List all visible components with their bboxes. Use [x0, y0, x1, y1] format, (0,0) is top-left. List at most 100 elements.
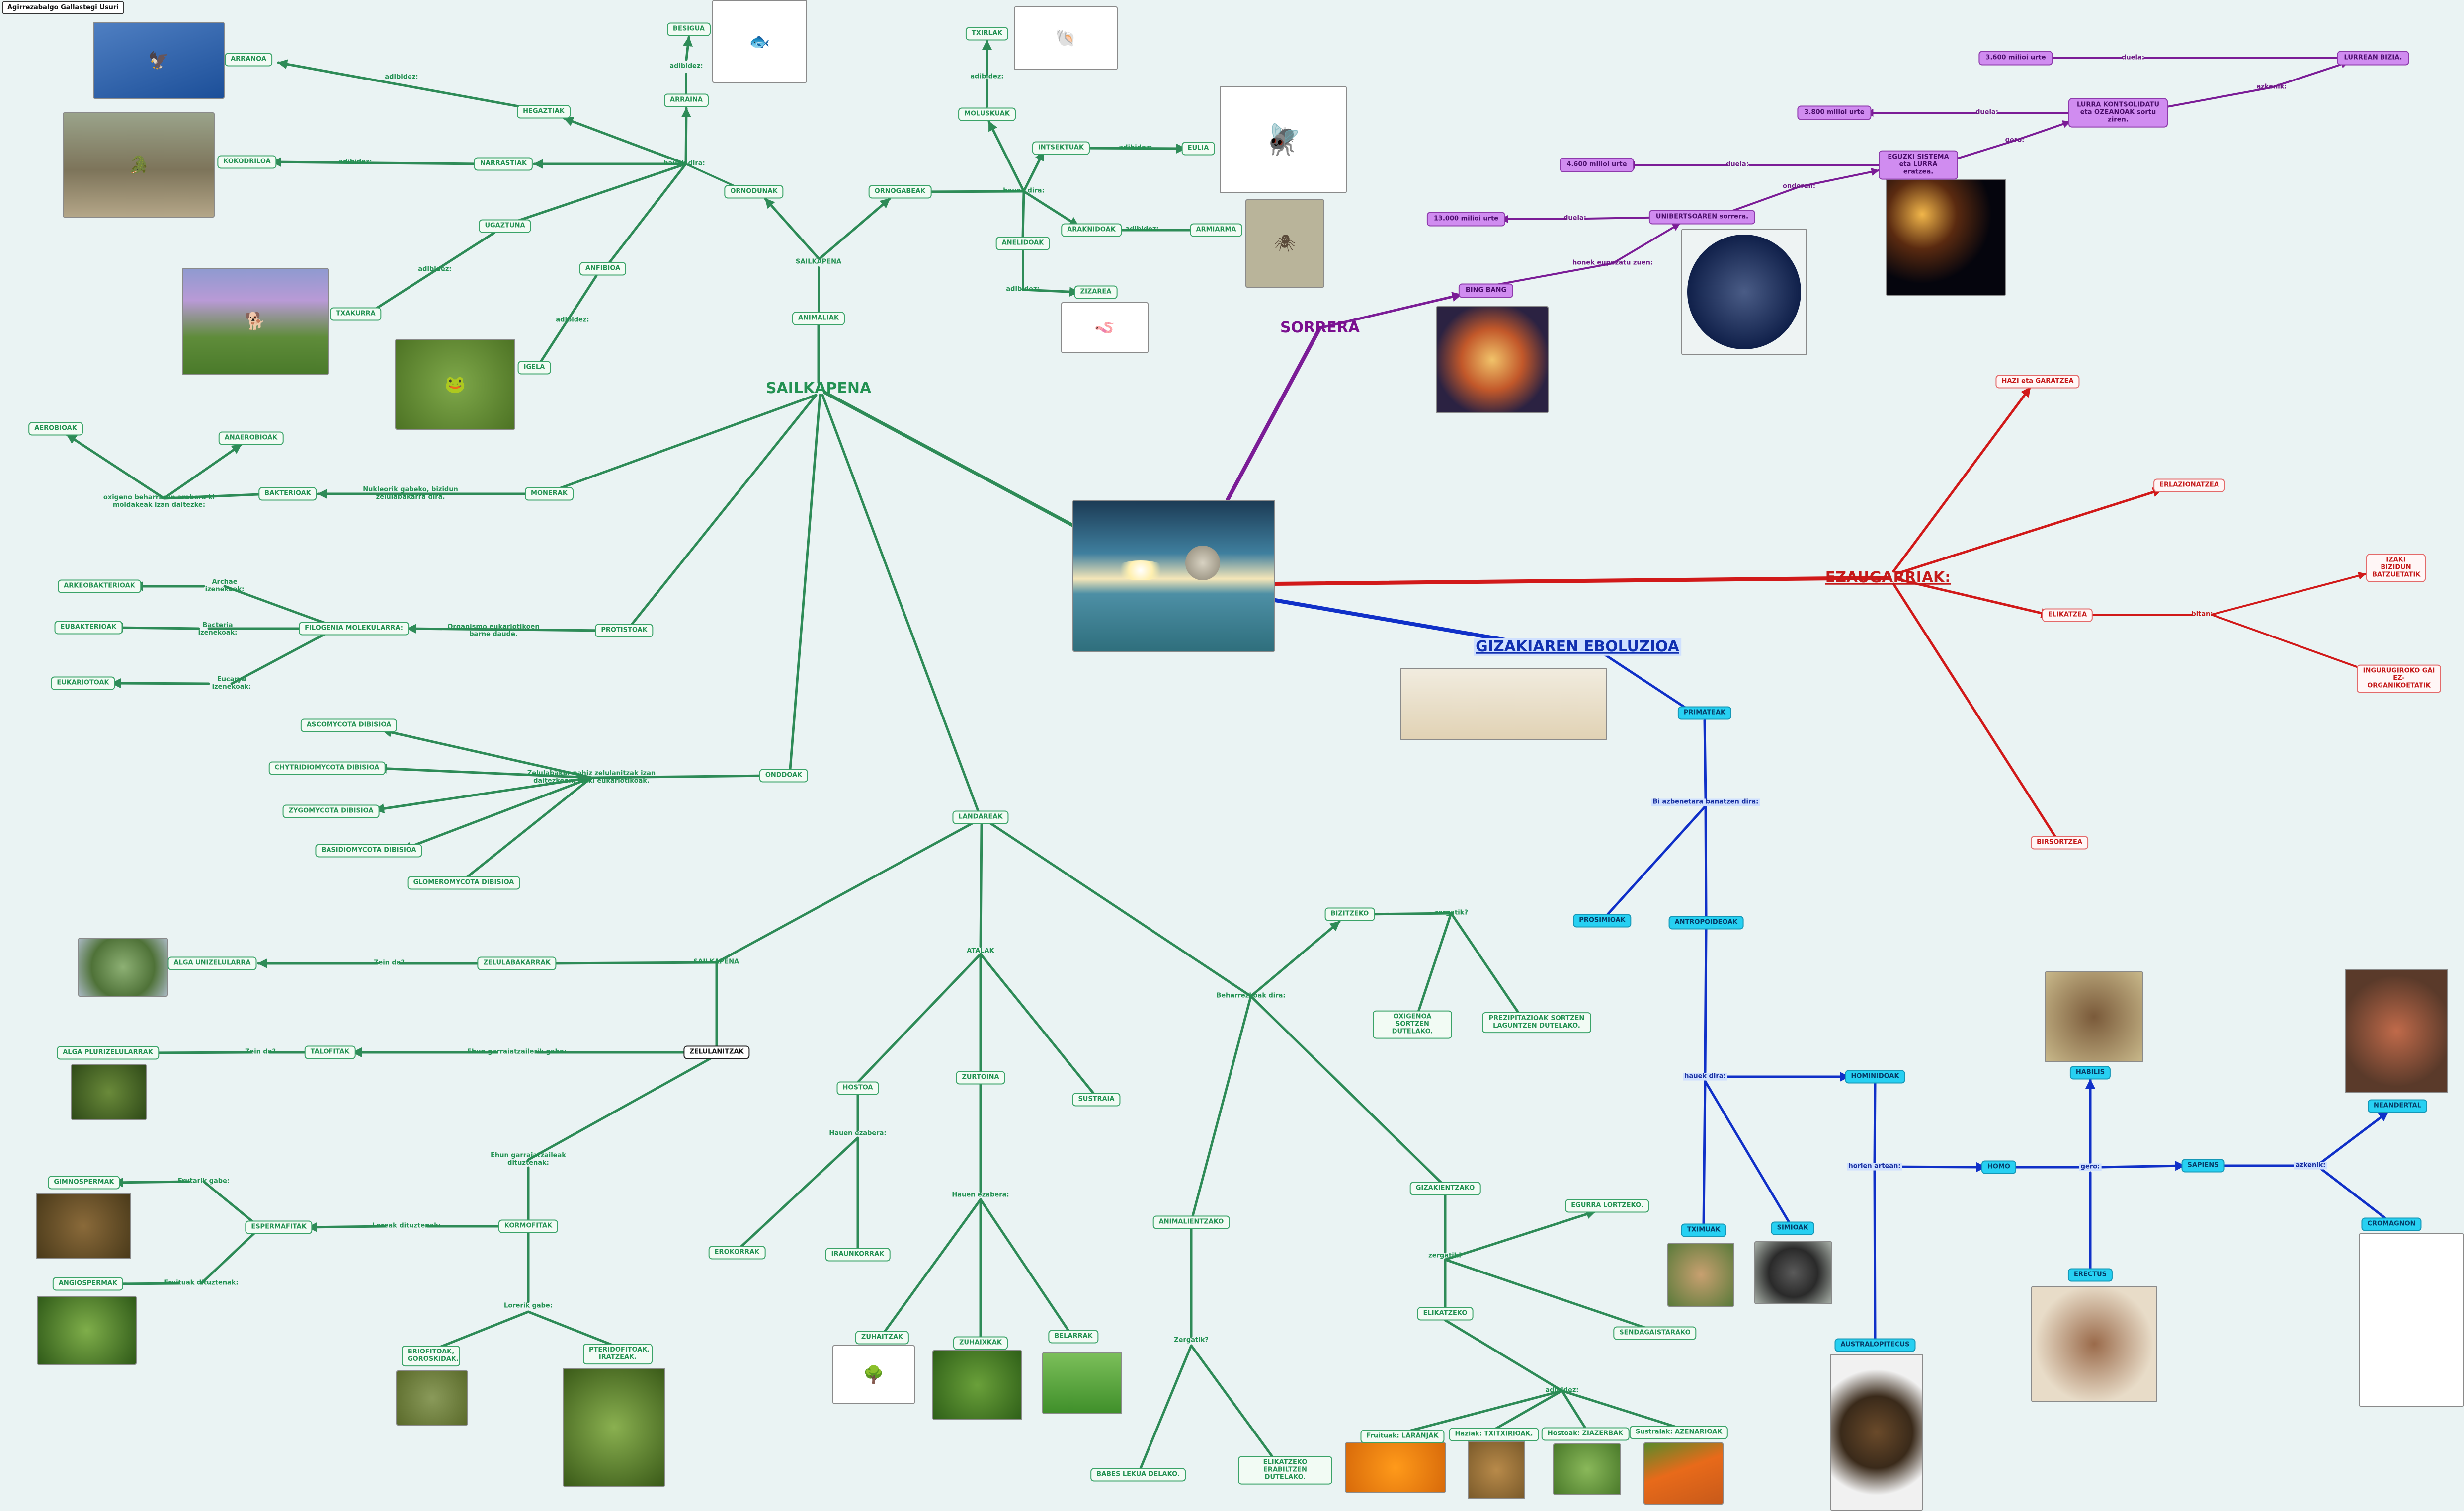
kokodriloa-node[interactable]: KOKODRILOA [217, 155, 277, 169]
big-bang-node[interactable]: BING BANG [1458, 283, 1514, 298]
glomeromycota-node[interactable]: GLOMEROMYCOTA DIBISIOA [407, 876, 520, 890]
cromagnon-node[interactable]: CROMAGNON [2361, 1217, 2422, 1231]
moluskuak-node[interactable]: MOLUSKUAK [958, 107, 1016, 121]
animalientzako-node[interactable]: ANIMALIENTZAKO [1152, 1215, 1230, 1229]
antropoideoak-node[interactable]: ANTROPOIDEOAK [1668, 916, 1744, 930]
sustraiak-node[interactable]: Sustraiak: AZENARIOAK [1629, 1426, 1728, 1439]
zuhaitzak-node[interactable]: ZUHAITZAK [855, 1331, 909, 1345]
elikatzea-node[interactable]: ELIKATZEA [2042, 608, 2093, 622]
lurra-years-node[interactable]: 3.800 milioi urte [1797, 105, 1872, 120]
hostoa-node[interactable]: HOSTOA [836, 1081, 879, 1095]
oxigenoa-node[interactable]: OXIGENOA SORTZEN DUTELAKO. [1373, 1010, 1452, 1039]
monerak-node[interactable]: MONERAK [525, 487, 574, 501]
lurra-node[interactable]: LURRA KONTSOLIDATU eta OZEANOAK sortu zi… [2068, 98, 2168, 128]
bizia-years-node[interactable]: 3.600 milioi urte [1978, 51, 2053, 66]
anelidoak-node[interactable]: ANELIDOAK [995, 237, 1050, 250]
pteridofitoak-node[interactable]: PTERIDOFITOAK, IRATZEAK. [583, 1344, 653, 1364]
arranoa-node[interactable]: ARRANOA [225, 53, 272, 67]
erectus-node[interactable]: ERECTUS [2067, 1268, 2113, 1282]
sendagaistarako-node[interactable]: SENDAGAISTARAKO [1613, 1326, 1697, 1340]
briofitoak-node[interactable]: BRIOFITOAK, GOROSKIDAK. [402, 1346, 460, 1366]
zurtoina-node[interactable]: ZURTOINA [956, 1071, 1005, 1085]
eguzki-years-node[interactable]: 4.600 milioi urte [1560, 158, 1634, 172]
belarrak-node[interactable]: BELARRAK [1048, 1330, 1099, 1344]
bizitzeko-node[interactable]: BIZITZEKO [1324, 907, 1375, 921]
unibertsoa-years-node[interactable]: 13.000 milioi urte [1426, 212, 1506, 227]
prosimioak-node[interactable]: PROSIMIOAK [1573, 914, 1632, 928]
filogenia-node[interactable]: FILOGENIA MOLEKULARRA: [299, 622, 409, 636]
chytridiomycota-node[interactable]: CHYTRIDIOMYCOTA DIBISIOA [268, 761, 386, 775]
erorkorrak-node[interactable]: EROKORRAK [708, 1246, 766, 1260]
primateak-node[interactable]: PRIMATEAK [1677, 706, 1732, 720]
igela-node[interactable]: IGELA [517, 361, 551, 375]
alga-unizelularra-node[interactable]: ALGA UNIZELULARRA [167, 956, 257, 970]
australopitecus-node[interactable]: AUSTRALOPITECUS [1834, 1338, 1916, 1352]
talofitak-node[interactable]: TALOFITAK [304, 1045, 356, 1059]
iraunkorrak-node[interactable]: IRAUNKORRAK [825, 1248, 891, 1262]
elikatzeko-node[interactable]: ELIKATZEKO [1417, 1307, 1474, 1321]
hegaztiak-node[interactable]: HEGAZTIAK [517, 105, 571, 119]
gimnospermak-node[interactable]: GIMNOSPERMAK [48, 1176, 120, 1190]
angiospermak-node[interactable]: ANGIOSPERMAK [52, 1277, 124, 1291]
ugaztuna-node[interactable]: UGAZTUNA [479, 219, 531, 233]
prezipitazioak-node[interactable]: PREZIPITAZIOAK SORTZEN LAGUNTZEN DUTELAK… [1482, 1012, 1591, 1033]
arkeobakterioak-node[interactable]: ARKEOBAKTERIOAK [58, 579, 141, 593]
homo-node[interactable]: HOMO [1981, 1160, 2016, 1174]
erlazionatzea-node[interactable]: ERLAZIONATZEA [2153, 478, 2225, 492]
arraina-node[interactable]: ARRAINA [664, 93, 709, 107]
haziak-node[interactable]: Haziak: TXITXIRIOAK. [1449, 1428, 1539, 1441]
bakterioak-node[interactable]: BAKTERIOAK [258, 487, 317, 501]
zygomycota-node[interactable]: ZYGOMYCOTA DIBISIOA [282, 804, 380, 818]
araknidoak-node[interactable]: ARAKNIDOAK [1061, 223, 1122, 237]
kormofitak-node[interactable]: KORMOFITAK [498, 1219, 559, 1233]
ingurugiro-node[interactable]: INGURUGIROKO GAI EZ-ORGANIKOETATIK [2357, 664, 2441, 693]
habilis-node[interactable]: HABILIS [2069, 1066, 2111, 1080]
eubakterioak-node[interactable]: EUBAKTERIOAK [54, 621, 123, 635]
espermafitak-node[interactable]: ESPERMAFITAK [245, 1220, 313, 1234]
txirlak-node[interactable]: TXIRLAK [965, 27, 1009, 41]
elikatzeko-erabiltzen-node[interactable]: ELIKATZEKO ERABILTZEN DUTELAKO. [1238, 1456, 1332, 1485]
ornogabeak-node[interactable]: ORNOGABEAK [868, 185, 932, 199]
hazi-node[interactable]: HAZI eta GARATZEA [1995, 375, 2080, 389]
tximuak-node[interactable]: TXIMUAK [1681, 1223, 1726, 1237]
anfibioa-node[interactable]: ANFIBIOA [579, 262, 627, 276]
zizarea-node[interactable]: ZIZAREA [1074, 285, 1118, 299]
eulia-node[interactable]: EULIA [1181, 142, 1215, 156]
hostoak-node[interactable]: Hostoak: ZIAZERBAK [1541, 1427, 1630, 1441]
gizakientzako-node[interactable]: GIZAKIENTZAKO [1409, 1182, 1481, 1195]
simioak-node[interactable]: SIMIOAK [1771, 1221, 1814, 1235]
egurra-node[interactable]: EGURRA LORTZEKO. [1565, 1199, 1649, 1213]
birsortzea-node[interactable]: BIRSORTZEA [2031, 836, 2088, 850]
landareak-node[interactable]: LANDAREAK [952, 810, 1009, 824]
protistak-node[interactable]: PROTISTOAK [595, 624, 654, 637]
armiarma-node[interactable]: ARMIARMA [1190, 223, 1242, 237]
neandertal-node[interactable]: NEANDERTAL [2367, 1099, 2428, 1113]
izaki-bizidun-node[interactable]: IZAKI BIZIDUN BATZUETATIK [2366, 554, 2426, 582]
anaerobioak-node[interactable]: ANAEROBIOAK [218, 431, 284, 445]
ornodunak-node[interactable]: ORNODUNAK [724, 185, 784, 199]
bizia-node[interactable]: LURREAN BIZIA. [2337, 51, 2409, 66]
sustraia-node[interactable]: SUSTRAIA [1072, 1093, 1121, 1107]
intsektuak-node[interactable]: INTSEKTUAK [1032, 141, 1090, 155]
basidiomycota-node[interactable]: BASIDIOMYCOTA DIBISIOA [315, 844, 422, 858]
babes-lekua-node[interactable]: BABES LEKUA DELAKO. [1090, 1468, 1186, 1482]
unibertsoa-node[interactable]: UNIBERTSOAREN sorrera. [1648, 210, 1756, 225]
zelulabakarrak-node[interactable]: ZELULABAKARRAK [477, 956, 557, 970]
zuhaixkak-node[interactable]: ZUHAIXKAK [953, 1336, 1008, 1350]
sapiens-node[interactable]: SAPIENS [2181, 1159, 2225, 1173]
ascomycota-node[interactable]: ASCOMYCOTA DIBISIOA [300, 718, 398, 732]
talofitak-connector: Zein da? [245, 1048, 276, 1056]
narrastiak-node[interactable]: NARRASTIAK [474, 157, 533, 171]
fruituak-node[interactable]: Fruituak: LARANJAK [1360, 1430, 1445, 1443]
animaliak-node[interactable]: ANIMALIAK [792, 312, 845, 325]
txakurra-node[interactable]: TXAKURRA [330, 307, 382, 321]
onddoak-node[interactable]: ONDDOAK [759, 769, 809, 783]
eukariotoak-node[interactable]: EUKARIOTOAK [51, 676, 115, 690]
aerobioak-node[interactable]: AEROBIOAK [28, 422, 83, 436]
zelulanitzak-node[interactable]: ZELULANITZAK [683, 1045, 750, 1059]
alga-plurizelularrak-node[interactable]: ALGA PLURIZELULARRAK [57, 1046, 159, 1060]
besigua-node[interactable]: BESIGUA [667, 22, 711, 36]
zurtoina-connector: Hauen ezabera: [952, 1191, 1009, 1199]
eguzki-node[interactable]: EGUZKI SISTEMA eta LURRA eratzea. [1879, 150, 1958, 180]
hominidoak-node[interactable]: HOMINIDOAK [1845, 1070, 1905, 1084]
